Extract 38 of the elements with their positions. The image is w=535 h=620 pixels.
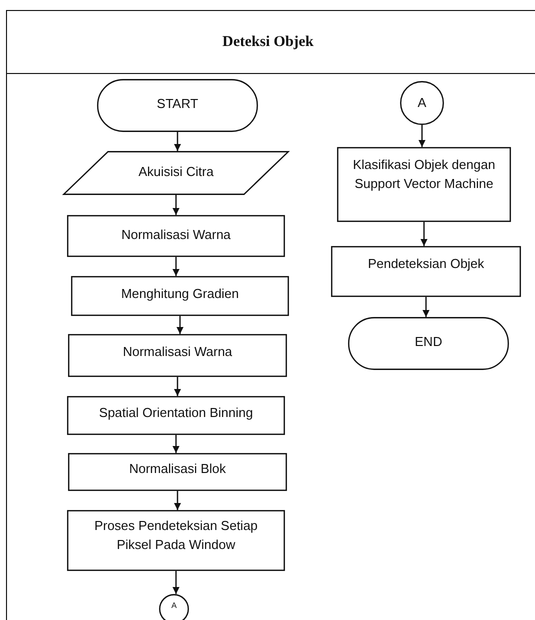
process-box xyxy=(331,246,521,297)
node-label: Pendeteksian Objek xyxy=(368,255,484,273)
node-label: START xyxy=(156,95,198,113)
node-label: Normalisasi Blok xyxy=(129,460,226,478)
node-label: Normalisasi Warna xyxy=(122,343,232,361)
node-label: Spatial Orientation Binning xyxy=(99,404,253,422)
process-box xyxy=(68,334,287,377)
node-label: Proses Pendeteksian Setiap Piksel Pada Window xyxy=(93,517,259,554)
node-label: Akuisisi Citra xyxy=(138,163,214,181)
node-label: Klasifikasi Objek dengan Support Vector Machine xyxy=(352,156,496,193)
flow-arrow xyxy=(172,257,180,276)
connector-circle xyxy=(400,81,444,125)
process-box xyxy=(67,396,285,435)
flow-arrow xyxy=(176,316,184,334)
node-label: Menghitung Gradien xyxy=(121,285,239,303)
process-box xyxy=(67,215,285,257)
flow-arrow xyxy=(174,377,181,396)
flow-arrow xyxy=(172,571,180,594)
flow-arrow xyxy=(174,132,181,151)
terminal-shape xyxy=(348,317,509,370)
node-label: Normalisasi Warna xyxy=(121,226,231,244)
connector-label: A xyxy=(171,601,177,611)
swimlane-frame xyxy=(6,10,535,620)
terminal-shape xyxy=(97,79,258,132)
process-box xyxy=(71,276,289,316)
process-box xyxy=(68,453,287,491)
process-box xyxy=(67,510,285,571)
flow-arrow xyxy=(172,435,180,453)
flow-arrow xyxy=(422,297,430,317)
flow-arrow xyxy=(172,195,180,215)
flow-arrow xyxy=(418,125,426,147)
node-label: END xyxy=(414,333,442,351)
flow-arrow xyxy=(420,222,428,246)
data-parallelogram xyxy=(63,151,289,195)
connector-label: A xyxy=(418,94,426,112)
lane-heading: Deteksi Objek xyxy=(222,32,314,52)
process-box xyxy=(337,147,511,222)
flow-arrow xyxy=(174,491,181,510)
